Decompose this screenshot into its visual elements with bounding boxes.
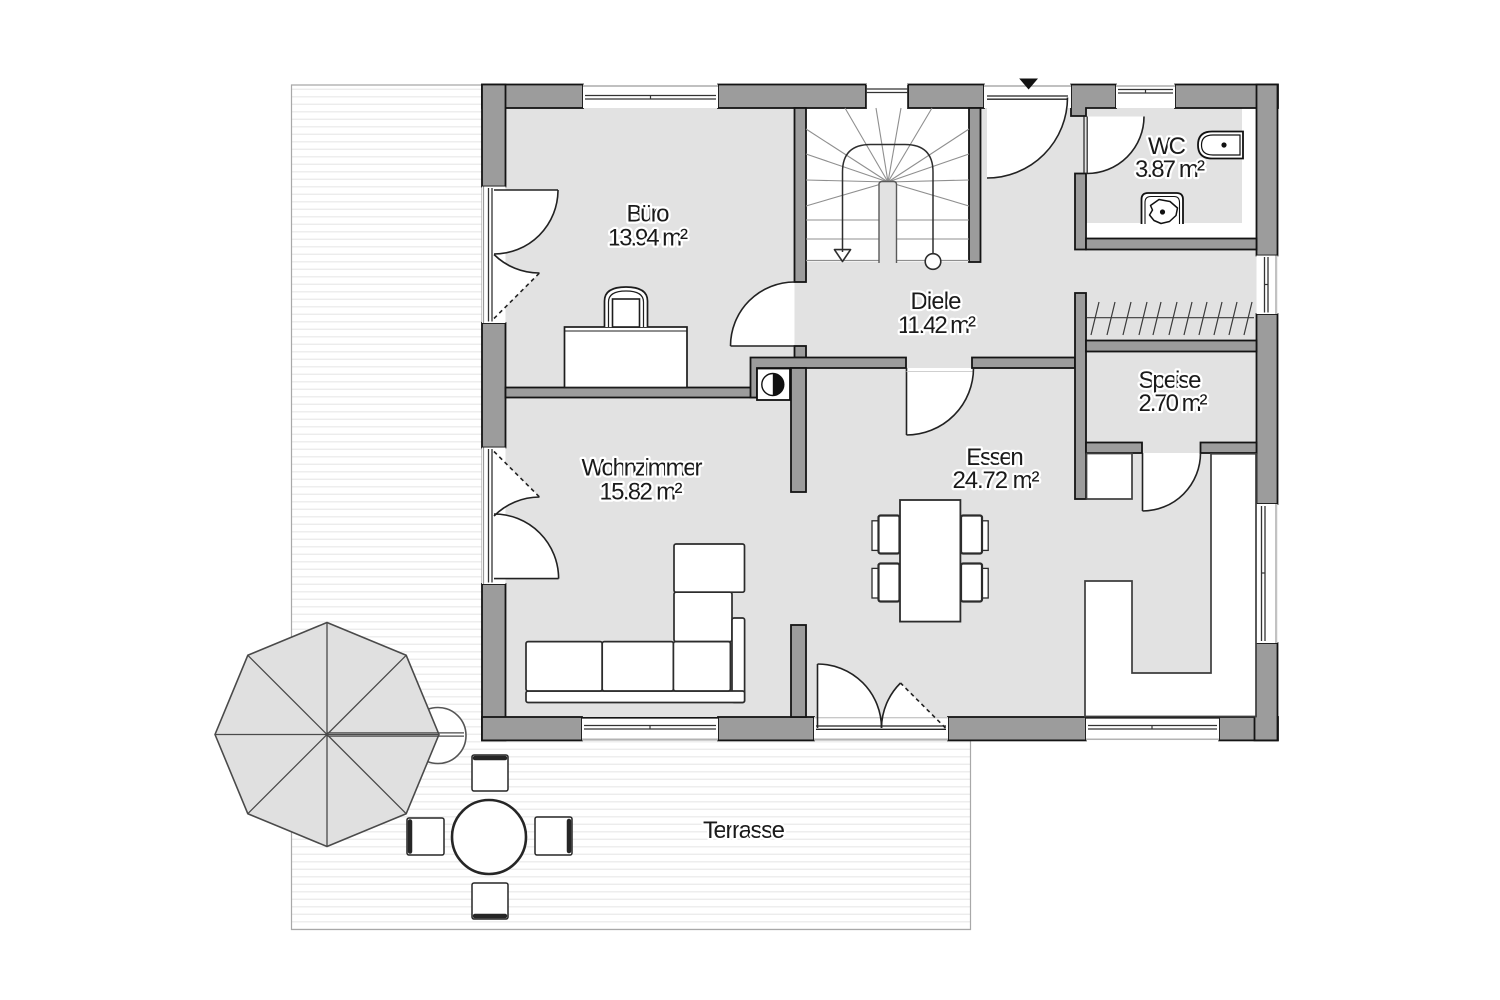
svg-text:Speise: Speise [1139, 367, 1202, 394]
svg-text:24.72 m²: 24.72 m² [953, 467, 1040, 494]
svg-text:Wohnzimmer: Wohnzimmer [582, 455, 703, 482]
svg-text:15.82 m²: 15.82 m² [600, 479, 683, 506]
svg-text:13.94 m²: 13.94 m² [608, 225, 688, 252]
svg-text:Terrasse: Terrasse [703, 817, 785, 844]
svg-text:Diele: Diele [911, 288, 962, 315]
svg-text:Essen: Essen [966, 444, 1024, 471]
svg-text:WC: WC [1148, 133, 1186, 160]
svg-text:3.87 m²: 3.87 m² [1135, 156, 1205, 183]
svg-text:11.42 m²: 11.42 m² [898, 312, 976, 339]
svg-text:2.70 m²: 2.70 m² [1139, 390, 1208, 417]
svg-text:Büro: Büro [627, 201, 670, 228]
